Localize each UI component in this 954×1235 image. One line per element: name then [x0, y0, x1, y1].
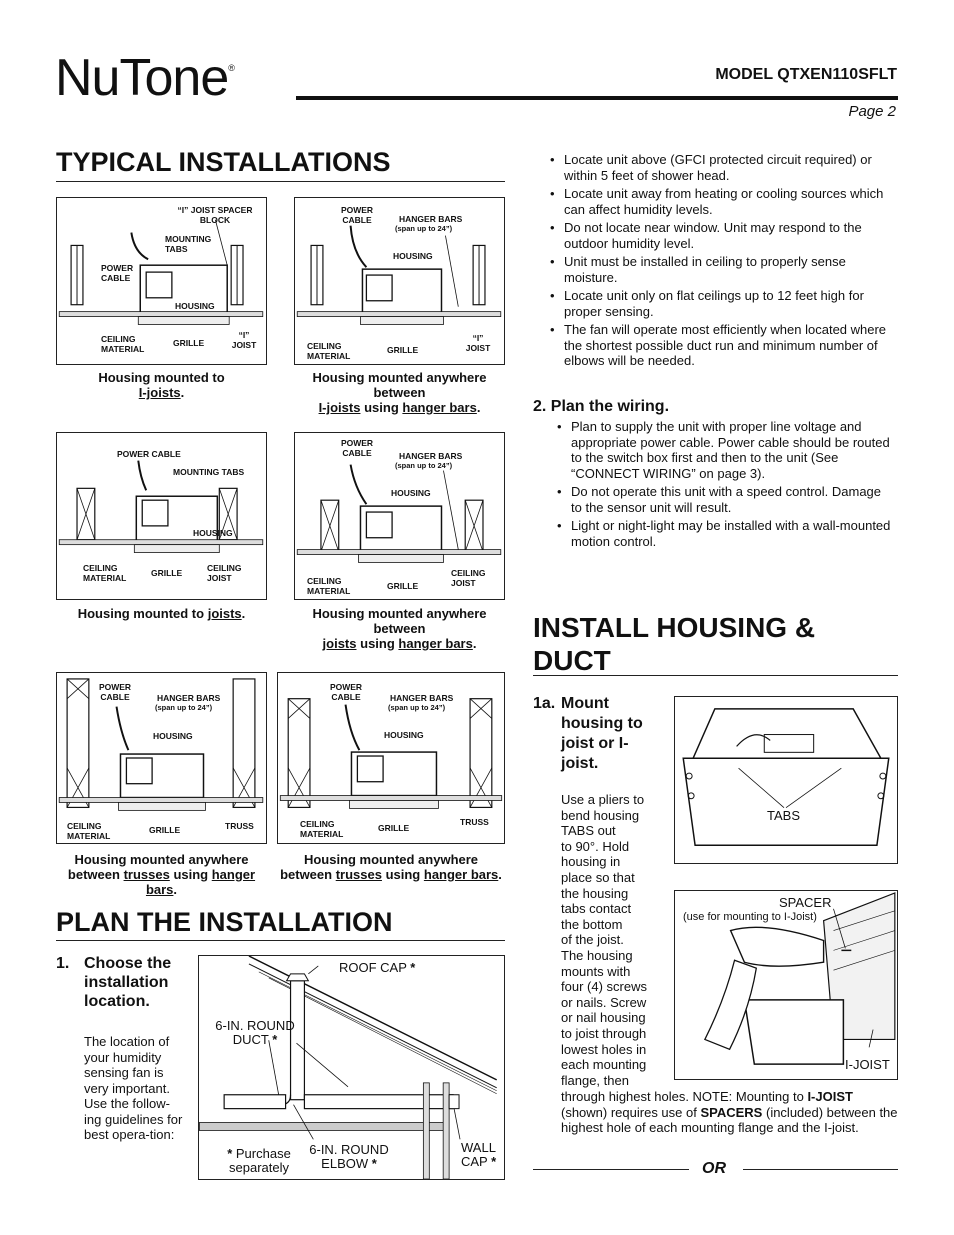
label-i-joist: “I” JOIST — [231, 330, 257, 350]
label-wall-cap: WALL CAP * — [461, 1140, 497, 1169]
label-ceiling-material: CEILING MATERIAL — [307, 341, 351, 361]
label-truss: TRUSS — [225, 821, 254, 831]
label-housing: HOUSING — [393, 251, 433, 261]
figure-6-caption: Housing mounted anywhere between trusses… — [280, 852, 502, 882]
label-hanger-bars: HANGER BARS — [399, 214, 463, 224]
label-grille: GRILLE — [387, 345, 419, 355]
step-1a-number: 1a. — [533, 695, 556, 712]
label-housing: HOUSING — [391, 488, 431, 498]
header-rule — [296, 96, 898, 100]
label-ceiling-material: CEILING MATERIAL — [300, 819, 344, 839]
wiring-item: Light or night-light may be installed wi… — [555, 518, 895, 549]
location-guidelines-list: Locate unit above (GFCI protected circui… — [548, 152, 900, 372]
label-housing: HOUSING — [175, 301, 215, 311]
label-housing: HOUSING — [384, 730, 424, 740]
figure-truss-hanger-1: POWER CABLE HANGER BARS (span up to 24”)… — [56, 672, 267, 844]
section-rule — [533, 675, 898, 676]
label-span: (span up to 24”) — [395, 461, 453, 470]
wiring-list: Plan to supply the unit with proper line… — [555, 419, 895, 552]
step-1-body: The location of your humidity sensing fa… — [84, 1034, 183, 1142]
step-1-number: 1. — [56, 955, 70, 972]
step-1a-body-tail: through highest holes. NOTE: Mounting to… — [561, 1089, 898, 1136]
label-span: (span up to 24”) — [155, 703, 213, 712]
figure-joist-mount: POWER CABLE MOUNTING TABS HOUSING CEILIN… — [56, 432, 267, 600]
label-roof-cap: ROOF CAP * — [339, 960, 416, 975]
label-i-joist: “I” JOIST — [465, 333, 491, 353]
section-rule — [56, 940, 505, 941]
model-number: MODEL QTXEN110SFLT — [715, 66, 897, 83]
label-power-cable: POWER CABLE — [98, 682, 132, 702]
guideline-item: Locate unit above (GFCI protected circui… — [548, 152, 900, 183]
label-purchase-separately: * Purchase separately — [227, 1146, 291, 1175]
label-tabs: TABS — [767, 808, 800, 823]
label-grille: GRILLE — [149, 825, 181, 835]
figure-ijoist-mount: “I” JOIST SPACER BLOCK MOUNTING TABS POW… — [56, 197, 267, 365]
label-ceiling-material: CEILING MATERIAL — [67, 821, 111, 841]
guideline-item: Locate unit only on flat ceilings up to … — [548, 288, 900, 319]
label-ceiling-material: CEILING MATERIAL — [307, 576, 351, 596]
or-rule-right — [743, 1169, 898, 1170]
label-round-duct: 6-IN. ROUND DUCT * — [215, 1018, 295, 1047]
label-power-cable: POWER CABLE — [329, 682, 363, 702]
or-rule-left — [533, 1169, 689, 1170]
wiring-item: Plan to supply the unit with proper line… — [555, 419, 895, 481]
label-grille: GRILLE — [378, 823, 410, 833]
step-1a-title: Mount housing to joist or I-joist. — [561, 695, 643, 772]
label-hanger-bars: HANGER BARS — [399, 451, 463, 461]
figure-3-caption: Housing mounted to joists. — [77, 606, 246, 621]
label-housing: HOUSING — [153, 731, 193, 741]
label-ceiling-material: CEILING MATERIAL — [83, 563, 127, 583]
label-grille: GRILLE — [173, 338, 205, 348]
guideline-item: Locate unit away from heating or cooling… — [548, 186, 900, 217]
page-number: Page 2 — [848, 103, 896, 120]
label-spacer-note: (use for mounting to I-Joist) — [683, 911, 817, 923]
step-1-title: Choose the installation location. — [84, 955, 172, 1010]
step-1a-body: Use a pliers to bend housing TABS out to… — [561, 792, 647, 1088]
label-round-elbow: 6-IN. ROUND ELBOW * — [309, 1142, 389, 1171]
label-grille: GRILLE — [151, 568, 183, 578]
label-truss: TRUSS — [460, 817, 489, 827]
label-mounting-tabs: MOUNTING TABS — [173, 467, 245, 477]
label-hanger-bars: HANGER BARS — [157, 693, 221, 703]
label-power-cable: POWER CABLE — [340, 205, 374, 225]
label-i-joist: I-JOIST — [845, 1057, 890, 1072]
label-grille: GRILLE — [387, 581, 419, 591]
figure-truss-hanger-2: POWER CABLE HANGER BARS (span up to 24”)… — [277, 672, 505, 844]
typical-installations-title: TYPICAL INSTALLATIONS — [56, 147, 391, 177]
label-spacer-block: “I” JOIST SPACER BLOCK — [177, 205, 253, 225]
guideline-item: Unit must be installed in ceiling to pro… — [548, 254, 900, 285]
label-span: (span up to 24”) — [395, 224, 453, 233]
wiring-item: Do not operate this unit with a speed co… — [555, 484, 895, 515]
install-housing-title: INSTALL HOUSING & DUCT — [533, 612, 816, 676]
label-power-cable: POWER CABLE — [101, 263, 134, 283]
label-span: (span up to 24”) — [388, 703, 446, 712]
section-rule — [56, 181, 505, 182]
label-power-cable: POWER CABLE — [117, 449, 181, 459]
figure-joist-hanger: POWER CABLE HANGER BARS (span up to 24”)… — [294, 432, 505, 600]
figure-duct-diagram: ROOF CAP * 6-IN. ROUND DUCT * 6-IN. ROUN… — [198, 955, 505, 1180]
label-housing: HOUSING — [193, 528, 233, 538]
or-separator: OR — [702, 1160, 726, 1177]
figure-ijoist-hanger: POWER CABLE HANGER BARS (span up to 24”)… — [294, 197, 505, 365]
figure-5-caption: Housing mounted anywhere between trusses… — [67, 852, 256, 897]
label-ceiling-joist: CEILING JOIST — [451, 568, 486, 588]
label-mounting-tabs: MOUNTING TABS — [165, 234, 212, 254]
plan-installation-title: PLAN THE INSTALLATION — [56, 907, 393, 937]
label-power-cable: POWER CABLE — [340, 438, 374, 458]
label-hanger-bars: HANGER BARS — [390, 693, 454, 703]
label-ceiling-joist: CEILING JOIST — [207, 563, 242, 583]
label-ceiling-material: CEILING MATERIAL — [101, 334, 145, 354]
label-spacer: SPACER — [779, 895, 832, 910]
figure-housing-tabs: TABS — [674, 696, 898, 864]
figure-spacer-drill: SPACER (use for mounting to I-Joist) I-J… — [674, 890, 898, 1080]
brand-logo: NuTone® — [55, 49, 235, 107]
guideline-item: The fan will operate most efficiently wh… — [548, 322, 900, 369]
step-2-title: 2. Plan the wiring. — [533, 398, 670, 415]
guideline-item: Do not locate near window. Unit may resp… — [548, 220, 900, 251]
